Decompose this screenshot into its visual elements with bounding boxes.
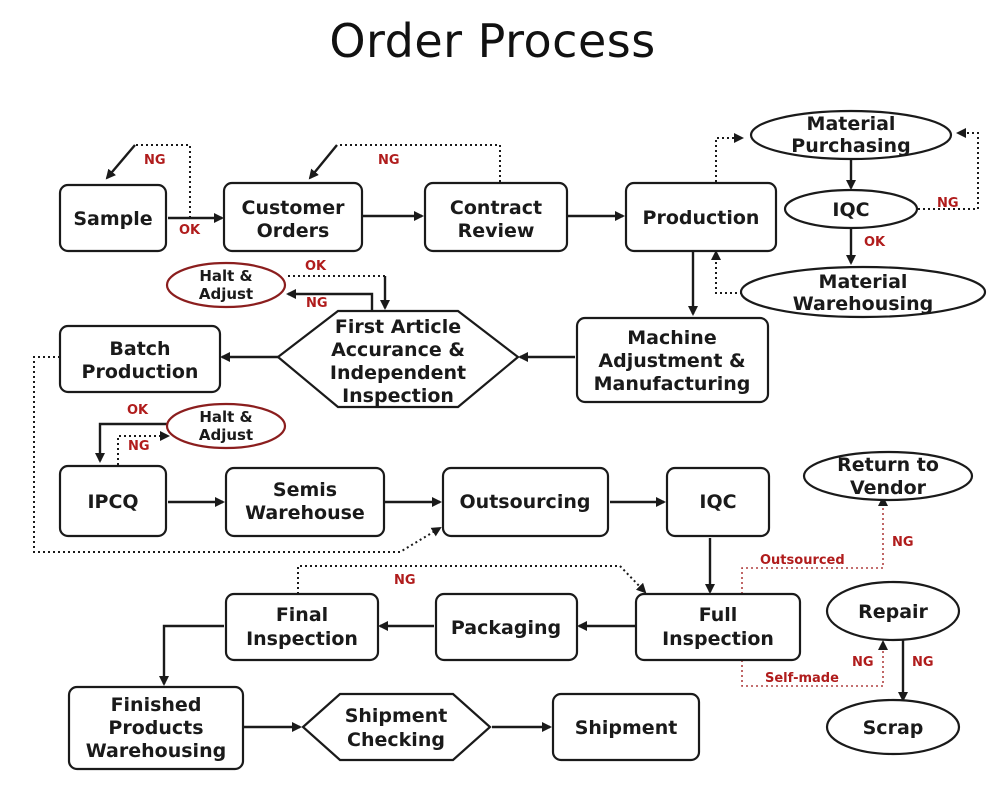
node-material-warehousing: Material Warehousing	[739, 265, 987, 319]
label-ng: NG	[144, 153, 166, 168]
svg-text:Full: Full	[699, 604, 738, 626]
node-material-purchasing: Material Purchasing	[749, 109, 953, 161]
node-iqc-top: IQC	[783, 188, 919, 230]
link-batch-to-outsourcing	[33, 356, 442, 553]
label-self-made: Self-made	[765, 671, 839, 686]
link-outsourced-ng	[741, 496, 888, 594]
svg-text:Production: Production	[643, 207, 760, 229]
label-ok: OK	[305, 259, 327, 274]
svg-text:Halt &: Halt &	[199, 408, 252, 426]
label-ng: NG	[892, 535, 914, 550]
node-contract-review: Contract Review	[423, 181, 569, 253]
label-ok: OK	[179, 223, 201, 238]
svg-text:Sample: Sample	[73, 208, 152, 230]
svg-text:First Article: First Article	[335, 316, 461, 338]
svg-text:Orders: Orders	[257, 220, 330, 242]
svg-text:Halt &: Halt &	[199, 267, 252, 285]
node-repair: Repair	[825, 580, 961, 642]
node-machine-adjustment: Machine Adjustment & Manufacturing	[575, 316, 770, 404]
node-packaging: Packaging	[434, 592, 579, 662]
svg-text:Accurance &: Accurance &	[331, 339, 465, 361]
svg-text:Batch: Batch	[109, 338, 170, 360]
svg-text:Finished: Finished	[111, 694, 202, 716]
node-finished-products: Finished Products Warehousing	[67, 685, 245, 771]
arrow-first-article-ng	[286, 289, 374, 312]
svg-text:Warehouse: Warehouse	[245, 502, 365, 524]
svg-text:Independent: Independent	[330, 362, 466, 384]
svg-text:Inspection: Inspection	[342, 385, 454, 407]
svg-text:Return to: Return to	[837, 454, 939, 476]
node-customer-orders: Customer Orders	[222, 181, 364, 253]
link-warehousing-production	[711, 250, 742, 294]
svg-text:Shipment: Shipment	[575, 717, 678, 739]
node-production: Production	[624, 181, 778, 253]
svg-text:IQC: IQC	[832, 199, 869, 221]
svg-text:Scrap: Scrap	[863, 717, 924, 739]
svg-text:Packaging: Packaging	[451, 617, 561, 639]
svg-text:Products: Products	[108, 717, 203, 739]
node-iqc-mid: IQC	[665, 466, 771, 538]
link-self-made-ng	[741, 640, 888, 687]
svg-text:Adjust: Adjust	[199, 426, 253, 444]
svg-text:Checking: Checking	[347, 729, 445, 751]
svg-text:Inspection: Inspection	[662, 628, 774, 650]
svg-text:Inspection: Inspection	[246, 628, 358, 650]
svg-text:Adjustment &: Adjustment &	[598, 350, 745, 372]
svg-text:Purchasing: Purchasing	[791, 135, 910, 157]
arrow-review-ng	[308, 144, 338, 180]
node-full-inspection: Full Inspection	[634, 592, 802, 662]
svg-text:Warehousing: Warehousing	[793, 293, 933, 315]
node-return-to-vendor: Return to Vendor	[802, 450, 974, 502]
svg-text:Customer: Customer	[242, 197, 346, 219]
node-ipcq: IPCQ	[58, 464, 168, 538]
svg-text:Warehousing: Warehousing	[86, 740, 226, 762]
svg-text:Vendor: Vendor	[850, 477, 927, 499]
svg-text:Machine: Machine	[627, 327, 716, 349]
label-ng: NG	[937, 196, 959, 211]
svg-text:Repair: Repair	[858, 601, 928, 623]
node-halt-adjust-1: Halt & Adjust	[165, 261, 287, 309]
label-ng: NG	[852, 655, 874, 670]
svg-text:Shipment: Shipment	[345, 705, 448, 727]
svg-text:Outsourcing: Outsourcing	[460, 491, 591, 513]
node-outsourcing: Outsourcing	[441, 466, 610, 538]
loop-review-ng	[337, 144, 501, 182]
arrow-sample-ng	[105, 144, 136, 180]
svg-text:Contract: Contract	[450, 197, 542, 219]
svg-text:Review: Review	[458, 220, 535, 242]
svg-text:IQC: IQC	[699, 491, 736, 513]
label-outsourced: Outsourced	[760, 553, 845, 568]
label-ng: NG	[128, 439, 150, 454]
svg-text:Adjust: Adjust	[199, 285, 253, 303]
label-ok: OK	[127, 403, 149, 418]
node-first-article: First Article Accurance & Independent In…	[276, 309, 520, 409]
svg-text:Manufacturing: Manufacturing	[594, 373, 751, 395]
label-ng: NG	[306, 296, 328, 311]
svg-text:Material: Material	[819, 271, 908, 293]
node-scrap: Scrap	[825, 698, 961, 756]
node-shipment: Shipment	[551, 692, 701, 762]
label-ng: NG	[394, 573, 416, 588]
label-ok: OK	[864, 235, 886, 250]
node-shipment-checking: Shipment Checking	[301, 692, 492, 762]
node-halt-adjust-2: Halt & Adjust	[165, 402, 287, 450]
page-title: Order Process	[329, 14, 656, 68]
arrow-final-to-finished	[159, 624, 224, 686]
svg-text:Production: Production	[82, 361, 199, 383]
node-batch-production: Batch Production	[58, 324, 222, 394]
label-ng: NG	[912, 655, 934, 670]
svg-text:Final: Final	[276, 604, 328, 626]
svg-text:Semis: Semis	[273, 479, 337, 501]
arrow-halt2-ok	[95, 422, 167, 463]
node-sample: Sample	[58, 183, 168, 253]
label-ng: NG	[378, 153, 400, 168]
svg-text:Material: Material	[807, 113, 896, 135]
loop-iqc-top-ng	[918, 128, 979, 210]
loop-final-ng	[297, 565, 647, 594]
node-final-inspection: Final Inspection	[224, 592, 380, 662]
link-production-purchasing	[715, 133, 744, 182]
svg-text:IPCQ: IPCQ	[87, 491, 138, 513]
node-semis-warehouse: Semis Warehouse	[224, 466, 386, 538]
